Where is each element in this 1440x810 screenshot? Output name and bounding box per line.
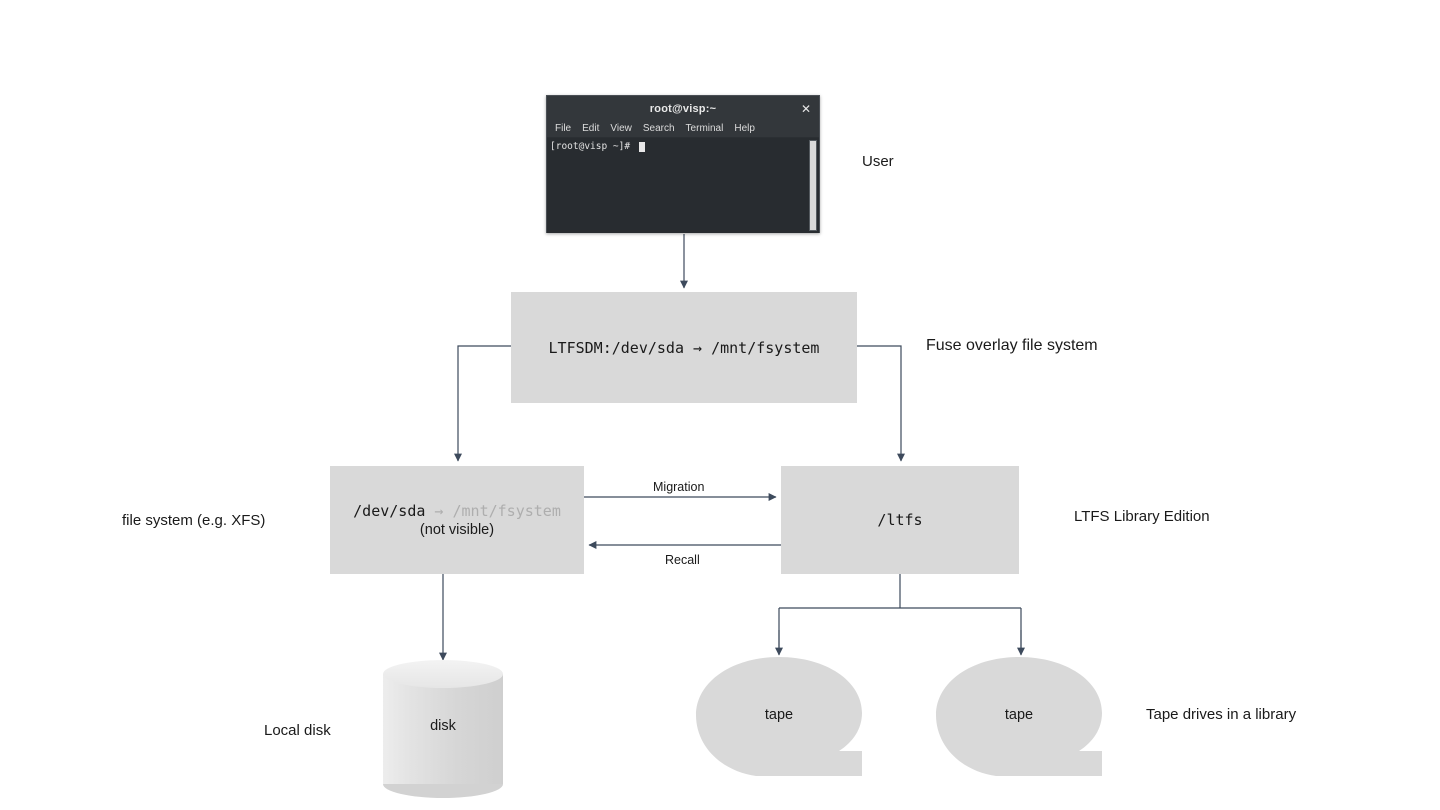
edge-label-migration: Migration: [653, 480, 705, 494]
label-file-system: file system (e.g. XFS): [122, 512, 266, 529]
node-file-system-box: /dev/sda → /mnt/fsystem (not visible): [330, 466, 584, 574]
node-tape-right: tape: [934, 655, 1104, 779]
node-disk-label: disk: [430, 718, 456, 734]
tape-shape-icon: [696, 657, 862, 776]
menu-item-file[interactable]: File: [555, 123, 572, 134]
connector-overlay-to-fsystem: [454, 345, 511, 462]
terminal-body[interactable]: [root@visp ~]#: [547, 138, 819, 233]
menu-item-edit[interactable]: Edit: [582, 123, 600, 134]
menu-item-help[interactable]: Help: [734, 123, 755, 134]
terminal-window[interactable]: root@visp:~ ✕ File Edit View Search Term…: [546, 95, 820, 233]
node-tape-right-label: tape: [1004, 707, 1034, 723]
menu-item-view[interactable]: View: [610, 123, 632, 134]
node-file-system-note: (not visible): [419, 522, 495, 538]
connector-ltfs-split: [778, 574, 1022, 653]
label-fuse-overlay-file-system: Fuse overlay file system: [926, 337, 1098, 354]
tape-shape-icon: [936, 657, 1102, 776]
edge-label-recall: Recall: [665, 553, 700, 567]
menu-item-search[interactable]: Search: [642, 123, 675, 134]
node-ltfs-text: /ltfs: [877, 511, 923, 529]
disk-cylinder-body: [383, 674, 503, 784]
label-user: User: [862, 153, 894, 170]
terminal-prompt-line: [root@visp ~]#: [550, 141, 815, 153]
close-icon[interactable]: ✕: [800, 101, 811, 116]
node-file-system-path: /dev/sda → /mnt/fsystem: [353, 502, 561, 521]
terminal-title: root@visp:~: [649, 102, 717, 115]
terminal-menubar[interactable]: File Edit View Search Terminal Help: [547, 121, 819, 138]
node-tape-left-label: tape: [764, 707, 794, 723]
node-file-system-path-dim: → /mnt/fsystem: [434, 502, 561, 520]
node-disk-cylinder: disk: [383, 660, 503, 798]
menu-item-terminal[interactable]: Terminal: [685, 123, 724, 134]
terminal-prompt-text: [root@visp ~]#: [550, 141, 636, 152]
label-local-disk: Local disk: [264, 722, 331, 739]
node-tape-left: tape: [694, 655, 864, 779]
terminal-cursor: [638, 142, 645, 152]
node-fuse-overlay-box: LTFSDM:/dev/sda → /mnt/fsystem: [511, 292, 857, 403]
terminal-scrollbar-thumb[interactable]: [810, 141, 816, 230]
terminal-titlebar[interactable]: root@visp:~ ✕: [547, 96, 819, 121]
node-fuse-overlay-text: LTFSDM:/dev/sda → /mnt/fsystem: [548, 338, 820, 357]
disk-cylinder-top: [383, 660, 503, 688]
label-tape-drives: Tape drives in a library: [1146, 706, 1297, 723]
connector-overlay-to-ltfs: [857, 345, 905, 462]
label-ltfs-library-edition: LTFS Library Edition: [1074, 508, 1210, 525]
node-ltfs-box: /ltfs: [781, 466, 1019, 574]
node-file-system-path-primary: /dev/sda: [353, 502, 435, 520]
terminal-scrollbar[interactable]: [809, 140, 817, 231]
